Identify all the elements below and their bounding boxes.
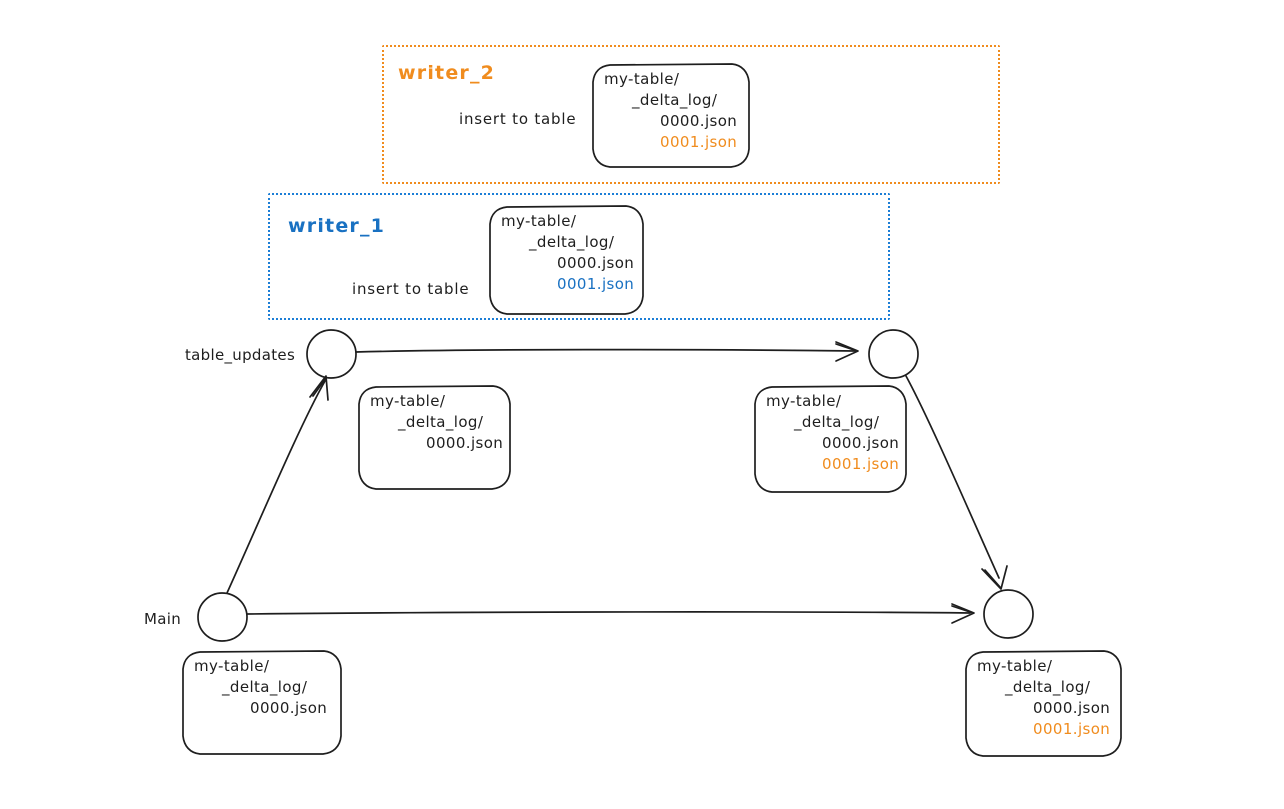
table-updates-end-filebox: my-table/ _delta_log/ 0000.json 0001.jso… bbox=[754, 385, 907, 493]
table-updates-start-filebox-text: my-table/ _delta_log/ 0000.json bbox=[358, 391, 511, 454]
filebox-line-0001: 0001.json bbox=[1033, 720, 1111, 738]
main-start-filebox: my-table/ _delta_log/ 0000.json bbox=[182, 650, 342, 755]
edge-table-updates-merge bbox=[905, 375, 1008, 590]
node-table-updates-start bbox=[306, 329, 357, 379]
table-updates-start-filebox-outline bbox=[358, 385, 511, 490]
main-start-filebox-text: my-table/ _delta_log/ 0000.json bbox=[182, 656, 342, 719]
writer-1-filebox-outline bbox=[489, 205, 644, 315]
writer-2-action-label: insert to table bbox=[459, 110, 577, 128]
main-merged-filebox-outline bbox=[965, 650, 1122, 757]
table-updates-start-filebox: my-table/ _delta_log/ 0000.json bbox=[358, 385, 511, 490]
filebox-line-0000: 0000.json bbox=[426, 434, 504, 452]
filebox-line-0000: 0000.json bbox=[822, 434, 900, 452]
filebox-line-delta-log: _delta_log/ bbox=[794, 413, 880, 431]
writer-1-action-label: insert to table bbox=[352, 280, 470, 298]
filebox-line-delta-log: _delta_log/ bbox=[1005, 678, 1091, 696]
filebox-line-delta-log: _delta_log/ bbox=[529, 233, 615, 251]
writer-2-filebox: my-table/ _delta_log/ 0000.json 0001.jso… bbox=[592, 63, 750, 168]
table-updates-end-filebox-text: my-table/ _delta_log/ 0000.json 0001.jso… bbox=[754, 391, 907, 475]
filebox-line-delta-log: _delta_log/ bbox=[398, 413, 484, 431]
writer-1-title: writer_1 bbox=[288, 215, 386, 237]
writer-1-group-frame bbox=[268, 193, 890, 320]
edge-main-branch-out bbox=[226, 375, 329, 594]
node-main-start bbox=[197, 592, 248, 642]
filebox-line-table: my-table/ bbox=[194, 657, 270, 675]
filebox-line-0000: 0000.json bbox=[660, 112, 738, 130]
writer-2-filebox-outline bbox=[592, 63, 750, 168]
node-table-updates-end bbox=[868, 329, 919, 379]
filebox-line-table: my-table/ bbox=[977, 657, 1053, 675]
filebox-line-0000: 0000.json bbox=[1033, 699, 1111, 717]
branch-label-table-updates: table_updates bbox=[185, 346, 296, 364]
writer-2-group-frame bbox=[382, 45, 1000, 184]
filebox-line-0000: 0000.json bbox=[557, 254, 635, 272]
filebox-line-table: my-table/ bbox=[604, 70, 680, 88]
writer-1-filebox: my-table/ _delta_log/ 0000.json 0001.jso… bbox=[489, 205, 644, 315]
writer-2-filebox-text: my-table/ _delta_log/ 0000.json 0001.jso… bbox=[592, 69, 750, 153]
filebox-line-table: my-table/ bbox=[766, 392, 842, 410]
filebox-line-0000: 0000.json bbox=[250, 699, 328, 717]
filebox-line-table: my-table/ bbox=[501, 212, 577, 230]
filebox-line-table: my-table/ bbox=[370, 392, 446, 410]
edge-table-updates-commit bbox=[355, 341, 859, 362]
filebox-line-0001: 0001.json bbox=[660, 133, 738, 151]
main-start-filebox-outline bbox=[182, 650, 342, 755]
main-merged-filebox: my-table/ _delta_log/ 0000.json 0001.jso… bbox=[965, 650, 1122, 757]
filebox-line-0001: 0001.json bbox=[557, 275, 635, 293]
filebox-line-0001: 0001.json bbox=[822, 455, 900, 473]
branch-label-main: Main bbox=[144, 610, 182, 628]
edge-main-timeline bbox=[246, 603, 975, 624]
filebox-line-delta-log: _delta_log/ bbox=[222, 678, 308, 696]
main-merged-filebox-text: my-table/ _delta_log/ 0000.json 0001.jso… bbox=[965, 656, 1122, 740]
node-main-end bbox=[983, 589, 1034, 639]
writer-1-filebox-text: my-table/ _delta_log/ 0000.json 0001.jso… bbox=[489, 211, 644, 295]
writer-2-title: writer_2 bbox=[398, 62, 496, 84]
filebox-line-delta-log: _delta_log/ bbox=[632, 91, 718, 109]
table-updates-end-filebox-outline bbox=[754, 385, 907, 493]
